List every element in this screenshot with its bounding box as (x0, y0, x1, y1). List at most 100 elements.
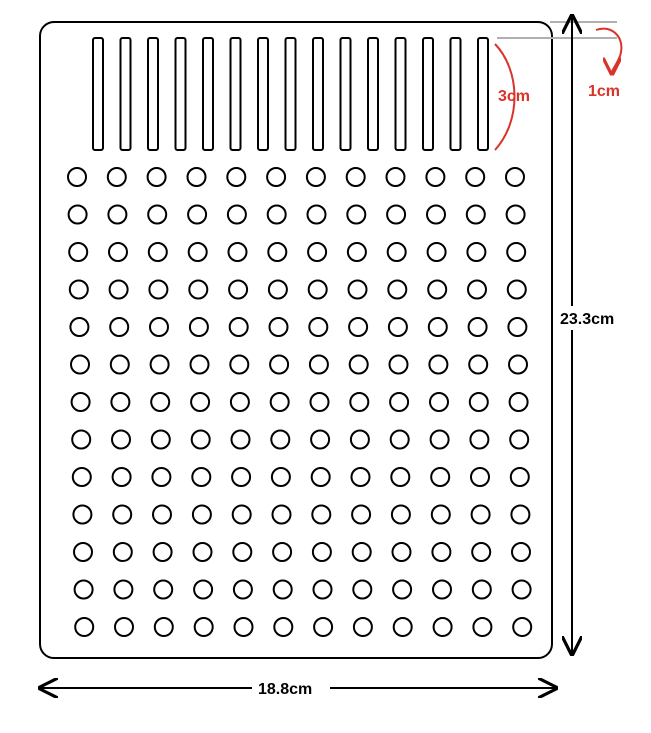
hole (268, 317, 289, 337)
hole (153, 579, 174, 600)
hole (428, 354, 449, 375)
slot-row (92, 37, 489, 151)
hole (70, 392, 91, 412)
slot (394, 37, 407, 151)
slot (312, 37, 324, 151)
hole (149, 354, 170, 375)
hole (108, 279, 129, 300)
slot (367, 37, 379, 151)
hole (472, 617, 493, 637)
hole (193, 579, 214, 600)
hole (427, 279, 448, 300)
hole (391, 542, 412, 562)
hole (71, 467, 92, 487)
hole (150, 429, 171, 450)
slot (202, 37, 214, 151)
hole (269, 392, 290, 412)
slot (229, 37, 242, 151)
hole (188, 279, 209, 300)
hole (352, 579, 373, 600)
hole (386, 204, 407, 225)
hole (148, 279, 169, 300)
hole (152, 542, 173, 562)
hole (351, 542, 372, 562)
hole (308, 354, 329, 375)
hole (465, 204, 486, 225)
hole (389, 429, 410, 450)
hole (112, 504, 133, 525)
hole (311, 504, 332, 525)
hole (108, 242, 128, 262)
hole (270, 429, 291, 450)
hole (390, 504, 411, 525)
hole (189, 354, 210, 375)
hole (150, 392, 171, 412)
hole (386, 242, 407, 262)
hole (188, 317, 209, 337)
hole (512, 617, 533, 637)
hole (351, 504, 372, 525)
hole (346, 242, 367, 262)
hole (227, 242, 248, 262)
hole (350, 467, 371, 487)
hole (72, 504, 93, 525)
hole (429, 429, 450, 450)
hole (68, 242, 89, 262)
hole (67, 167, 87, 187)
hole (392, 579, 413, 600)
hole (389, 392, 410, 412)
hole (266, 167, 287, 187)
hole (74, 617, 95, 637)
hole (425, 167, 446, 187)
hole (430, 467, 451, 487)
hole (231, 467, 252, 487)
hole (309, 392, 330, 412)
hole (273, 617, 294, 637)
slot (422, 37, 434, 151)
hole (431, 542, 452, 562)
hole (106, 167, 127, 187)
hole (470, 504, 491, 525)
hole (232, 579, 253, 600)
plate-outline (39, 21, 553, 659)
hole (109, 354, 130, 375)
hole (187, 242, 208, 262)
hole (468, 354, 489, 375)
hole (508, 392, 529, 412)
hole (465, 167, 486, 187)
hole (151, 467, 172, 487)
slot (257, 37, 269, 151)
hole (311, 542, 332, 562)
hole (73, 542, 93, 562)
width-label-bg (252, 676, 330, 700)
hole (305, 167, 326, 187)
hole (146, 167, 167, 187)
hole (306, 204, 327, 225)
hole (471, 542, 492, 562)
hole (70, 354, 90, 375)
hole (312, 579, 333, 600)
hole (505, 204, 526, 225)
hole-grid (67, 167, 533, 637)
hole (388, 354, 409, 375)
hole (308, 317, 329, 337)
hole (467, 279, 487, 300)
hole (272, 579, 293, 600)
hole (387, 317, 408, 337)
hole (67, 204, 88, 225)
hole (390, 467, 411, 487)
hole (229, 354, 250, 375)
hole (511, 542, 531, 562)
hole (509, 467, 530, 487)
hole (230, 429, 251, 450)
hole (71, 429, 92, 450)
hole (510, 504, 531, 525)
hole (192, 542, 213, 562)
slot (449, 37, 462, 151)
hole (231, 504, 252, 525)
hole (313, 617, 334, 637)
hole (392, 617, 413, 637)
hole (111, 467, 132, 487)
hole (511, 579, 532, 600)
